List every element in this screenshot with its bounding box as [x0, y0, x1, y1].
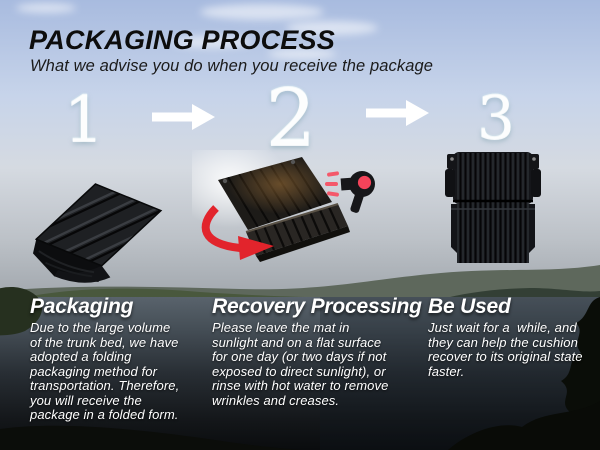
page-title: PACKAGING PROCESS — [29, 25, 335, 55]
clouds — [16, 3, 378, 59]
step-1-description: Due to the large volume of the trunk bed… — [30, 320, 180, 423]
lake-water — [0, 297, 600, 450]
step-2-description: Please leave the mat in sunlight and on … — [212, 320, 389, 408]
step-3-number: 3 — [476, 83, 516, 153]
step-1-number: 1 — [63, 83, 105, 157]
red-curved-arrow-icon — [201, 205, 274, 260]
step-3-description: Just wait for a while, and they can help… — [428, 320, 583, 379]
page-subtitle: What we advise you do when you receive t… — [30, 57, 434, 75]
arrow-right-icon — [152, 104, 215, 130]
step-1-heading: Packaging — [30, 295, 134, 318]
arrow-right-icon — [366, 100, 429, 126]
step-2-number: 2 — [265, 71, 317, 164]
step-3-heading: Be Used — [428, 295, 511, 318]
bush-bottom-right — [448, 401, 600, 450]
shore-bottom-left — [0, 425, 302, 450]
folded-mat-image — [32, 183, 164, 283]
hair-dryer-icon — [325, 171, 375, 213]
shore-tree-left — [0, 287, 43, 336]
step-2-heading: Recovery Processing — [212, 295, 422, 318]
unfolding-mat-image — [192, 150, 350, 262]
flat-mat-image — [445, 152, 541, 263]
